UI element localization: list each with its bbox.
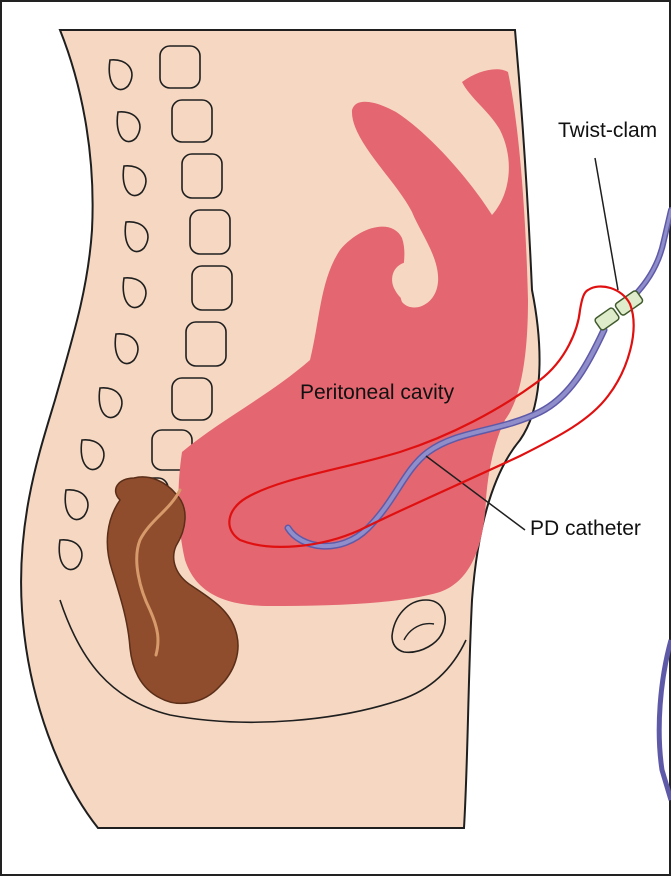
external-tubing-lower: [656, 639, 671, 801]
annotation-loop: [228, 285, 635, 548]
peritoneal-cavity-label: Peritoneal cavity: [300, 381, 455, 404]
pd-catheter-label: PD catheter: [530, 517, 641, 540]
colon: [106, 476, 239, 705]
twist-clamp: [594, 290, 644, 331]
pd-catheter-fill: [286, 328, 606, 549]
colon-highlight: [135, 488, 182, 657]
cavity-notch: [392, 262, 432, 304]
pd-catheter-leader: [425, 455, 526, 531]
pelvic-line: [59, 599, 467, 723]
peritoneal-cavity-region: [178, 69, 528, 607]
external-tubing: [629, 207, 671, 301]
twist-clamp-leader: [594, 157, 619, 291]
twist-clamp-label: Twist-clam: [558, 119, 658, 142]
bladder-detail: [403, 622, 435, 641]
